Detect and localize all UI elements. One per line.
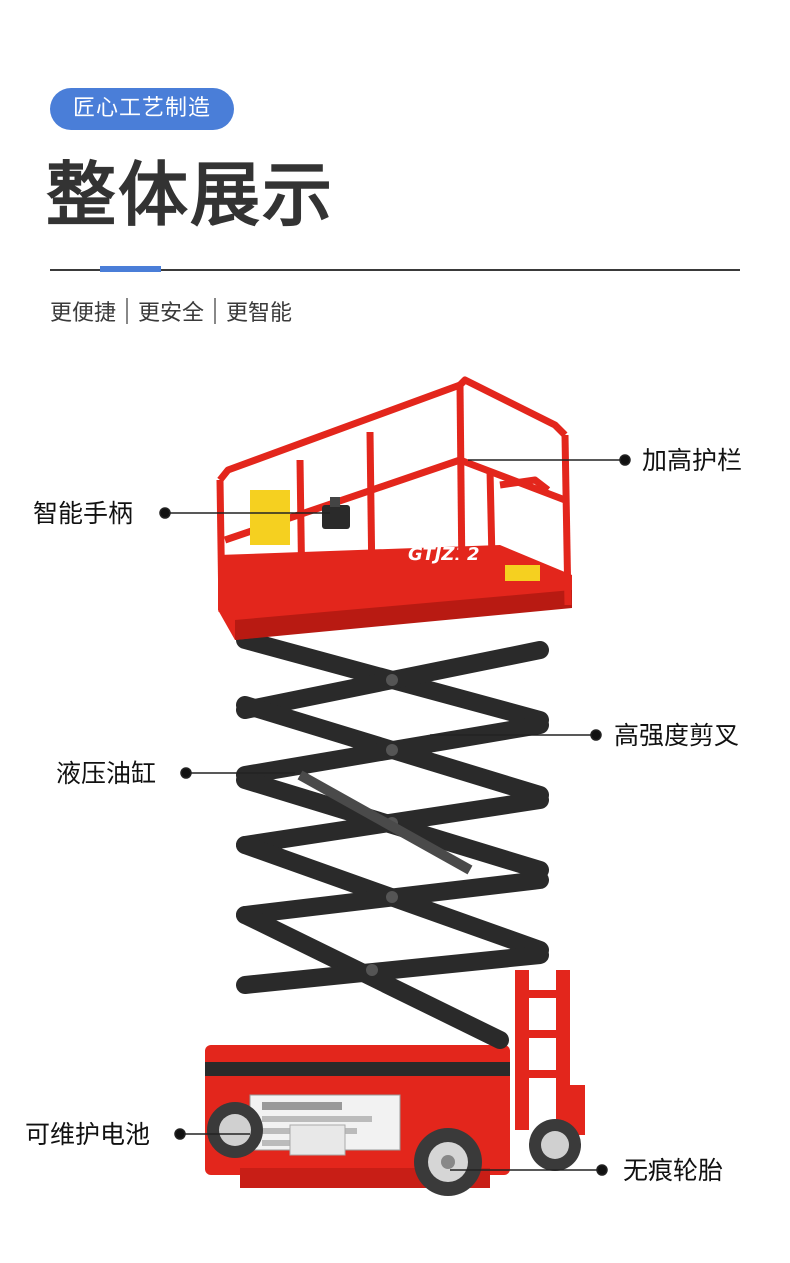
callout-scissor: 高强度剪叉 bbox=[614, 721, 740, 750]
warning-label bbox=[250, 490, 290, 545]
tagline-item-convenient: 更便捷 bbox=[50, 301, 117, 326]
tagline-item-safe: 更安全 bbox=[138, 301, 205, 326]
guardrails bbox=[216, 376, 572, 613]
title-divider-accent bbox=[100, 266, 161, 272]
platform-deck: GTJZ12 bbox=[218, 544, 572, 640]
access-ladder bbox=[515, 970, 585, 1135]
callout-cylinder: 液压油缸 bbox=[56, 759, 157, 788]
scissor-lift-illustration: GTJZ12 bbox=[159, 376, 631, 1196]
scissor-pivots bbox=[366, 674, 398, 976]
callout-battery: 可维护电池 bbox=[25, 1120, 151, 1149]
model-marking: GTJZ12 bbox=[408, 544, 480, 565]
hydraulic-cylinder bbox=[297, 770, 473, 875]
page-title: 整体展示 bbox=[46, 154, 334, 236]
callout-leaders bbox=[159, 454, 631, 1176]
section-badge: 匠心工艺制造 bbox=[50, 88, 234, 130]
tagline-item-smart: 更智能 bbox=[226, 301, 293, 326]
battery-pack bbox=[289, 1124, 346, 1156]
wheels bbox=[207, 1102, 581, 1196]
tagline-separator bbox=[126, 298, 129, 324]
callout-guardrail: 加高护栏 bbox=[642, 446, 743, 475]
tagline: 更便捷 更安全 更智能 bbox=[50, 294, 292, 328]
callout-tires: 无痕轮胎 bbox=[623, 1156, 724, 1185]
tagline-separator bbox=[214, 298, 217, 324]
title-divider bbox=[50, 269, 740, 271]
callout-handle: 智能手柄 bbox=[33, 499, 134, 528]
control-handle-box bbox=[322, 497, 350, 529]
scissor-arms bbox=[236, 631, 549, 1049]
